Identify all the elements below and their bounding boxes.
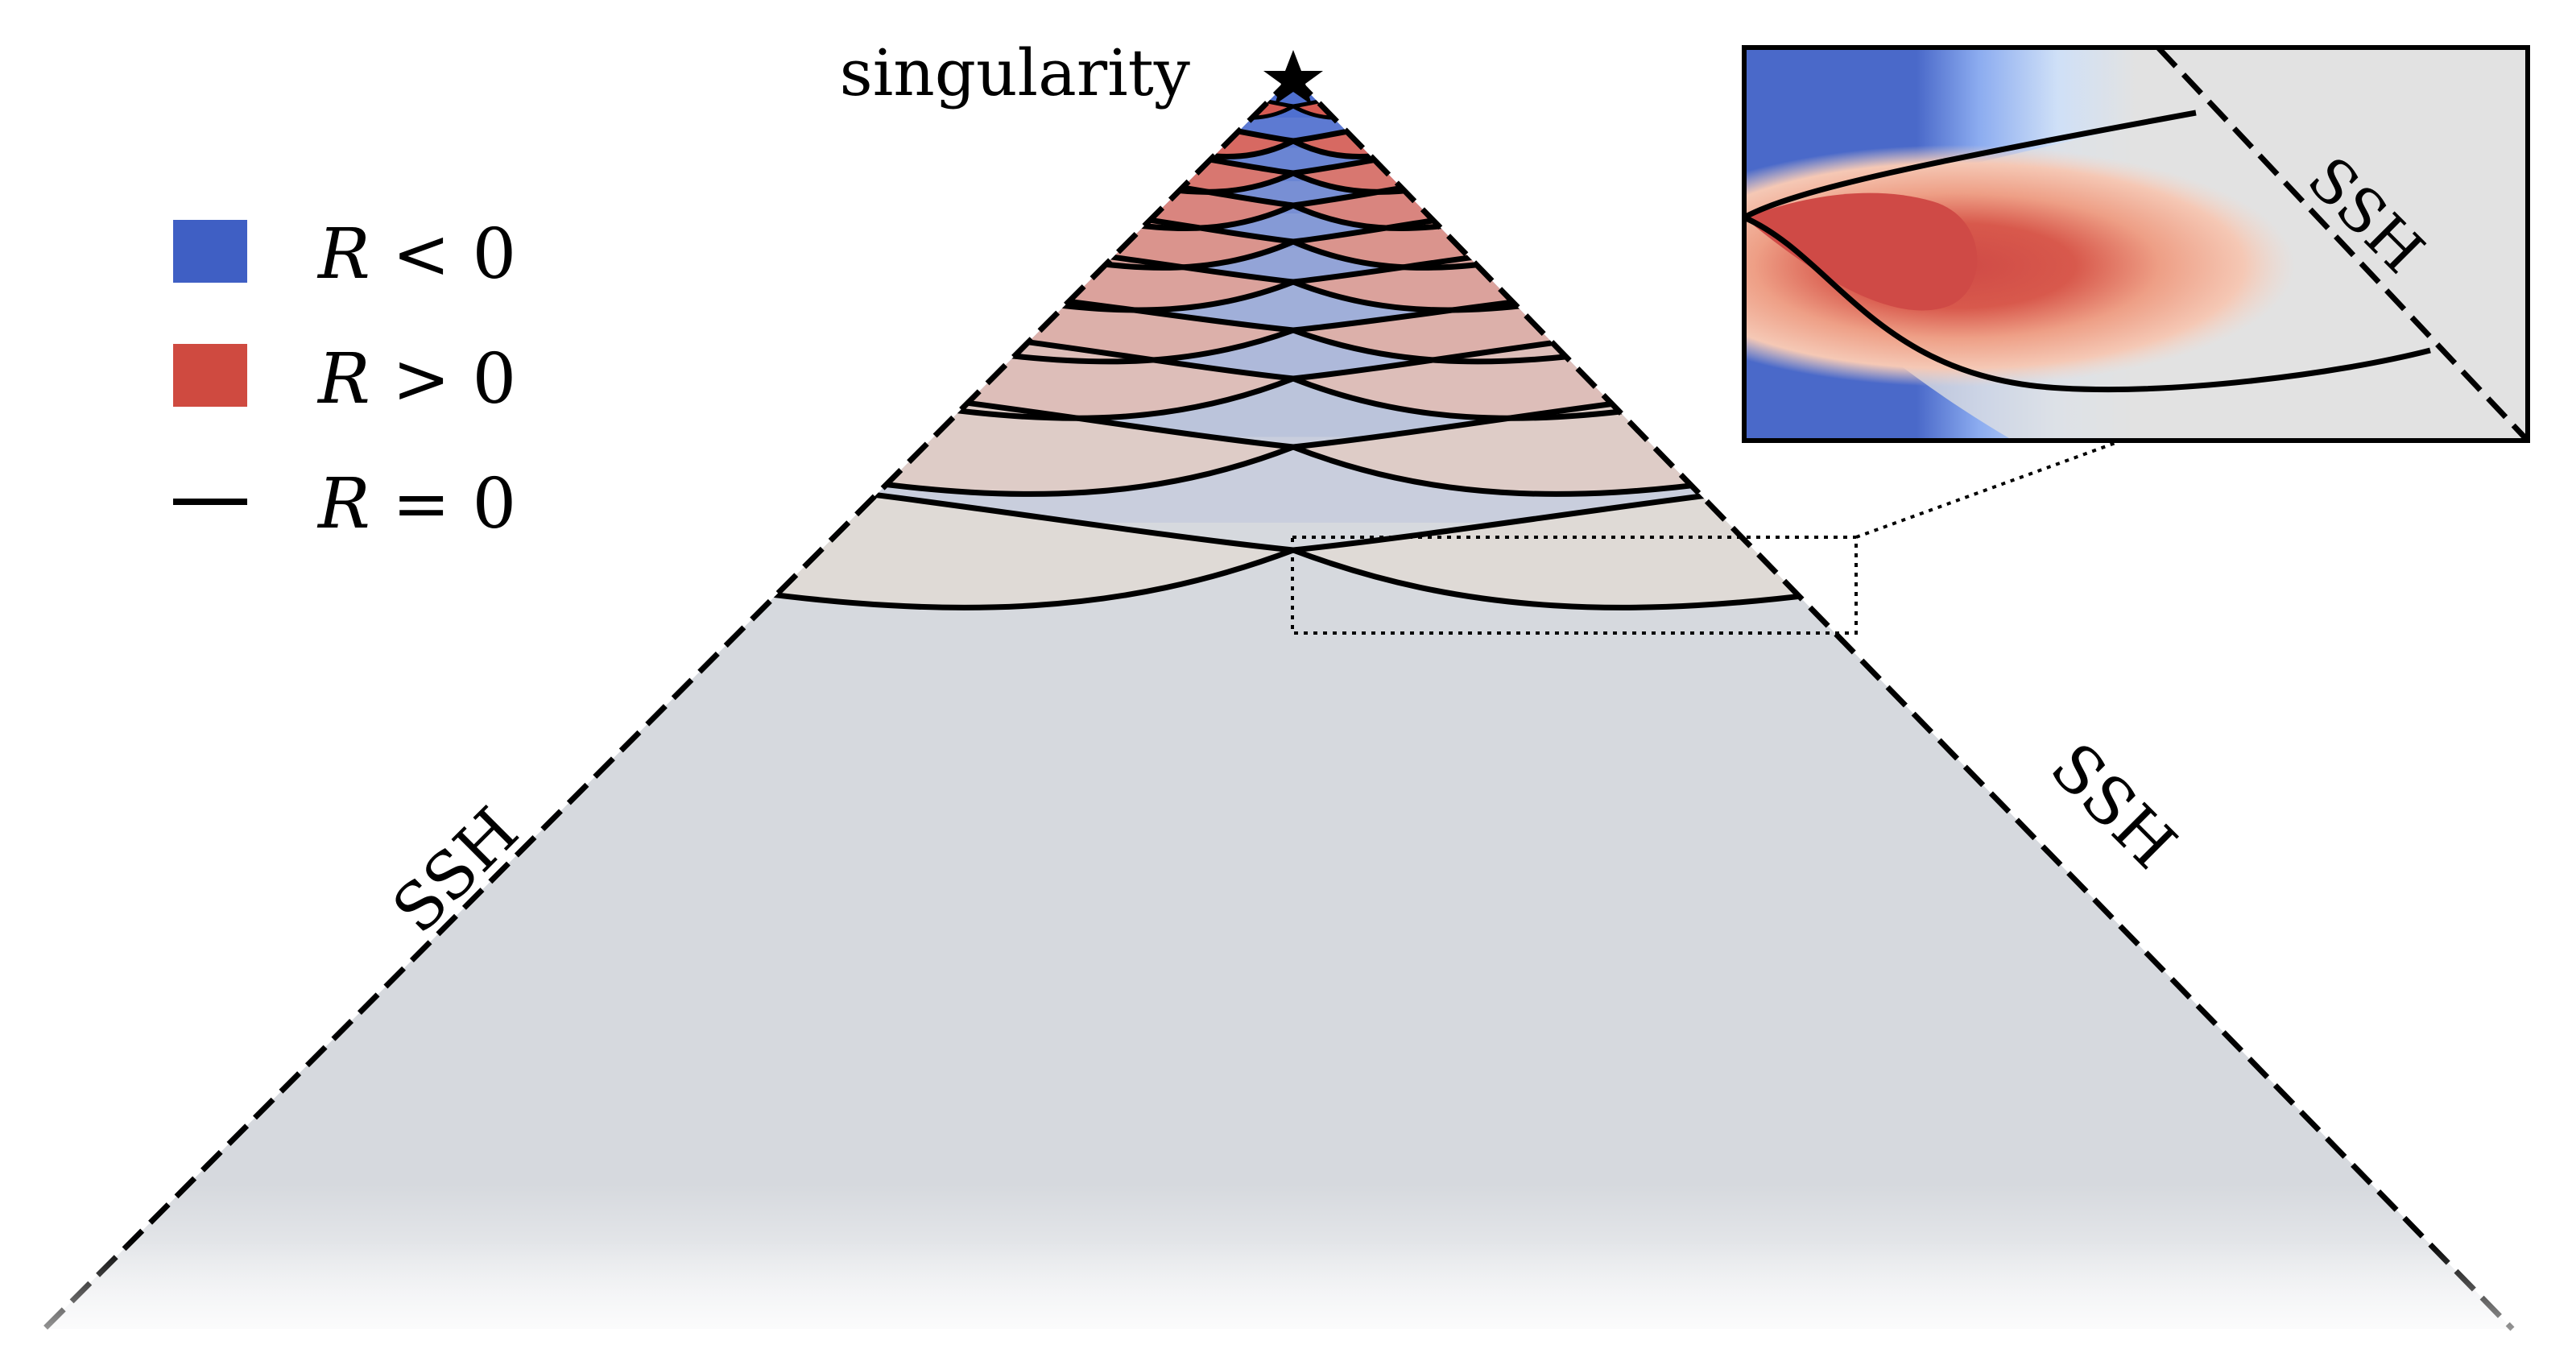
inset-ssh-boundary <box>2156 48 2528 441</box>
legend-label-zero: R = 0 <box>316 464 516 544</box>
zoom-region <box>1291 536 1858 635</box>
inset-frame <box>1742 45 2530 443</box>
zero-curvature-curve <box>730 547 1295 610</box>
positive-region-left <box>844 389 1293 495</box>
zero-curvature-curve <box>1293 50 1312 56</box>
inset-red-core <box>1744 192 1978 311</box>
positive-region-left <box>730 479 1293 608</box>
legend-label-positive: R > 0 <box>316 339 516 420</box>
zero-curvature-curve <box>843 444 1295 497</box>
inset-zero-curve-upper <box>1744 110 2197 221</box>
zero-curvature-curve <box>1292 375 1668 421</box>
zero-curvature-curve <box>1292 444 1743 497</box>
zoom-leader-top <box>1855 439 2123 539</box>
zero-curvature-curve <box>1275 50 1293 56</box>
legend-label-negative: R < 0 <box>316 214 516 295</box>
star-icon <box>1263 50 1323 105</box>
edge-fade <box>0 1240 2576 1370</box>
legend-swatch-positive <box>173 344 247 407</box>
zero-curvature-curve <box>919 375 1295 421</box>
zero-curvature-curve <box>1292 547 1856 610</box>
right-ssh-boundary <box>1291 74 2515 1331</box>
singularity-label: singularity <box>840 35 1190 110</box>
inset-panel: SSH <box>1742 45 2530 443</box>
legend-swatch-negative <box>173 220 247 283</box>
legend: R < 0 R > 0 R = 0 <box>173 214 516 544</box>
inset-zero-curve-lower <box>1744 214 2431 393</box>
